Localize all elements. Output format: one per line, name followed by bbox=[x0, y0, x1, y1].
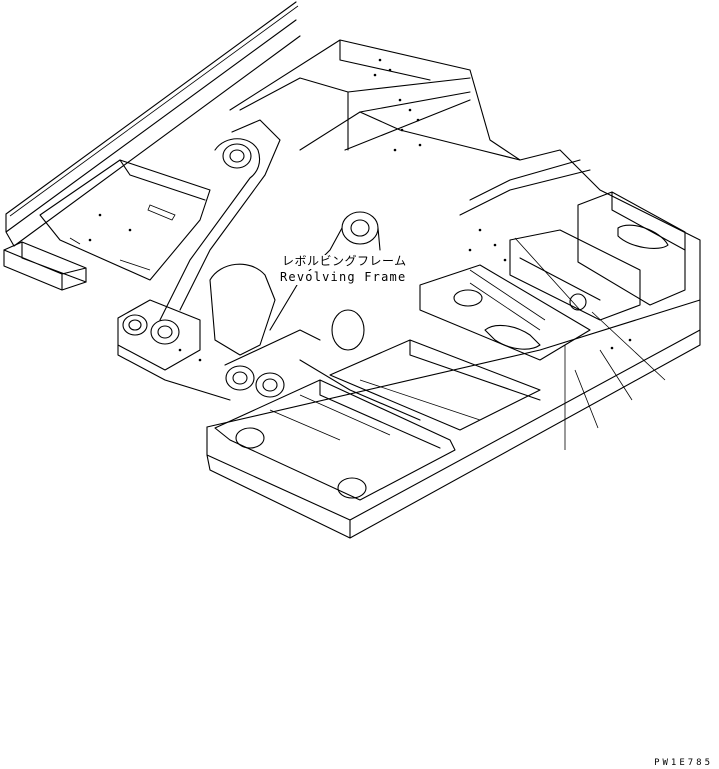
part-label-japanese: レボルビングフレーム bbox=[282, 254, 407, 269]
rear-cover bbox=[577, 191, 686, 306]
drawing-code: PW1E785 bbox=[654, 758, 713, 769]
left-deck bbox=[39, 159, 211, 281]
right-deck bbox=[419, 229, 641, 361]
boom-foot-brackets bbox=[159, 119, 381, 331]
right-side-member bbox=[206, 299, 701, 539]
left-side-member bbox=[5, 1, 301, 247]
rear-frame bbox=[229, 39, 701, 301]
lower-brackets bbox=[117, 299, 321, 401]
left-step bbox=[3, 241, 87, 291]
bolt-holes bbox=[88, 58, 632, 362]
front-deck bbox=[214, 339, 541, 501]
center-openings bbox=[209, 263, 421, 421]
part-label-english: Revolving Frame bbox=[280, 270, 407, 285]
leader-lines bbox=[469, 237, 666, 450]
